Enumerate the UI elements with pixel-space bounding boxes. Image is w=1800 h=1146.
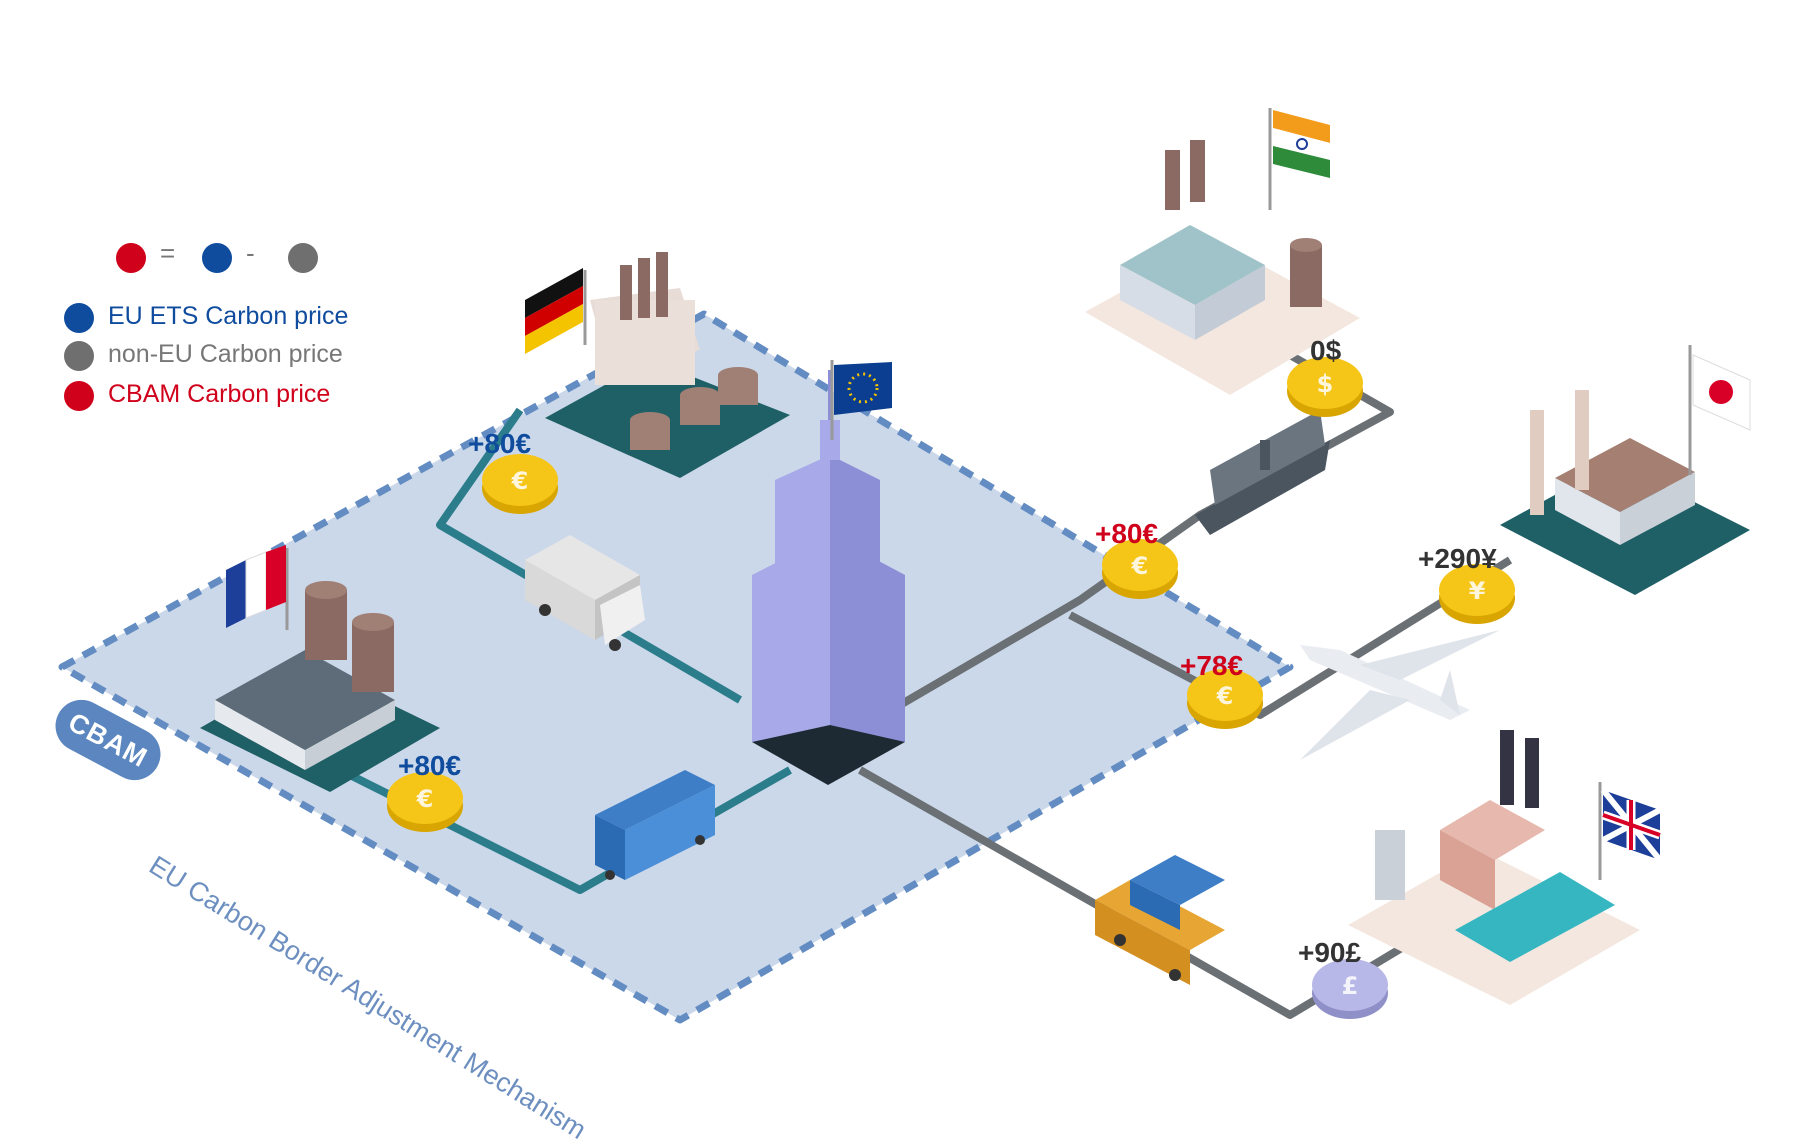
legend-dot bbox=[64, 341, 94, 371]
coin-symbol: € bbox=[1131, 552, 1149, 580]
price-uk: +90£ bbox=[1298, 937, 1362, 968]
coin-icon: € bbox=[1187, 669, 1263, 729]
legend-item-cbam: CBAM Carbon price bbox=[64, 378, 404, 412]
coin-icon: £ bbox=[1312, 959, 1388, 1019]
coin-icon: € bbox=[387, 772, 463, 832]
coin-symbol: € bbox=[1216, 682, 1234, 710]
coin-symbol: € bbox=[511, 467, 529, 495]
japan-flag-icon bbox=[1688, 345, 1751, 475]
cargo-ship-icon bbox=[1195, 410, 1330, 535]
legend-dot bbox=[64, 303, 94, 333]
coin-face bbox=[387, 772, 463, 824]
eu-flag-icon bbox=[830, 360, 892, 440]
price-germany: +80€ bbox=[468, 428, 532, 459]
germany-factory-icon bbox=[545, 252, 790, 478]
price-france: +80€ bbox=[398, 750, 462, 781]
legend-dot bbox=[64, 381, 94, 411]
legend-item-eu-ets: EU ETS Carbon price bbox=[64, 300, 404, 334]
legend-label: CBAM Carbon price bbox=[108, 380, 331, 408]
legend-equation: = - bbox=[116, 238, 356, 276]
india-flag-icon bbox=[1268, 108, 1330, 210]
truck-icon bbox=[525, 535, 645, 651]
india-factory-icon bbox=[1085, 140, 1360, 395]
container-truck-icon bbox=[1095, 855, 1225, 985]
coin-icon: $ bbox=[1287, 357, 1363, 417]
coin-face bbox=[1102, 539, 1178, 591]
coin-icon: € bbox=[1102, 539, 1178, 599]
legend-item-non-eu: non-EU Carbon price bbox=[64, 338, 404, 372]
germany-flag-icon bbox=[525, 268, 587, 354]
coins: € € € € $ ¥ £ bbox=[387, 357, 1515, 1019]
france-factory-icon bbox=[200, 581, 440, 792]
minus-sign: - bbox=[246, 238, 255, 268]
airplane-icon bbox=[1300, 630, 1500, 760]
price-plane-cbam: +78€ bbox=[1180, 650, 1244, 681]
coin-face bbox=[1287, 357, 1363, 409]
non-eu-dot bbox=[288, 243, 318, 273]
coin-face bbox=[1312, 959, 1388, 1011]
legend-label: non-EU Carbon price bbox=[108, 340, 343, 368]
uk-factory-icon bbox=[1348, 730, 1640, 1005]
coin-symbol: ¥ bbox=[1469, 577, 1486, 605]
coin-symbol: £ bbox=[1342, 972, 1359, 1000]
train-wagon-icon bbox=[595, 770, 715, 880]
coin-face bbox=[1187, 669, 1263, 721]
cbam-dot bbox=[116, 243, 146, 273]
coin-icon: € bbox=[482, 454, 558, 514]
price-japan: +290¥ bbox=[1418, 543, 1497, 574]
legend: = - EU ETS Carbon price non-EU Carbon pr… bbox=[64, 236, 404, 436]
coin-face bbox=[1439, 564, 1515, 616]
uk-flag-icon bbox=[1598, 782, 1663, 880]
price-india: 0$ bbox=[1310, 335, 1342, 366]
coin-symbol: € bbox=[416, 785, 434, 813]
eu-ets-dot bbox=[202, 243, 232, 273]
cbam-diagram: € € € € $ ¥ £ bbox=[58, 108, 1751, 1024]
coin-face bbox=[482, 454, 558, 506]
price-ship-cbam: +80€ bbox=[1095, 518, 1159, 549]
japan-factory-icon bbox=[1500, 390, 1750, 595]
coin-icon: ¥ bbox=[1439, 564, 1515, 624]
legend-label: EU ETS Carbon price bbox=[108, 302, 349, 330]
equals-sign: = bbox=[160, 238, 176, 268]
france-flag-icon bbox=[226, 545, 289, 630]
skyscraper-icon bbox=[752, 370, 905, 785]
coin-symbol: $ bbox=[1317, 370, 1334, 398]
